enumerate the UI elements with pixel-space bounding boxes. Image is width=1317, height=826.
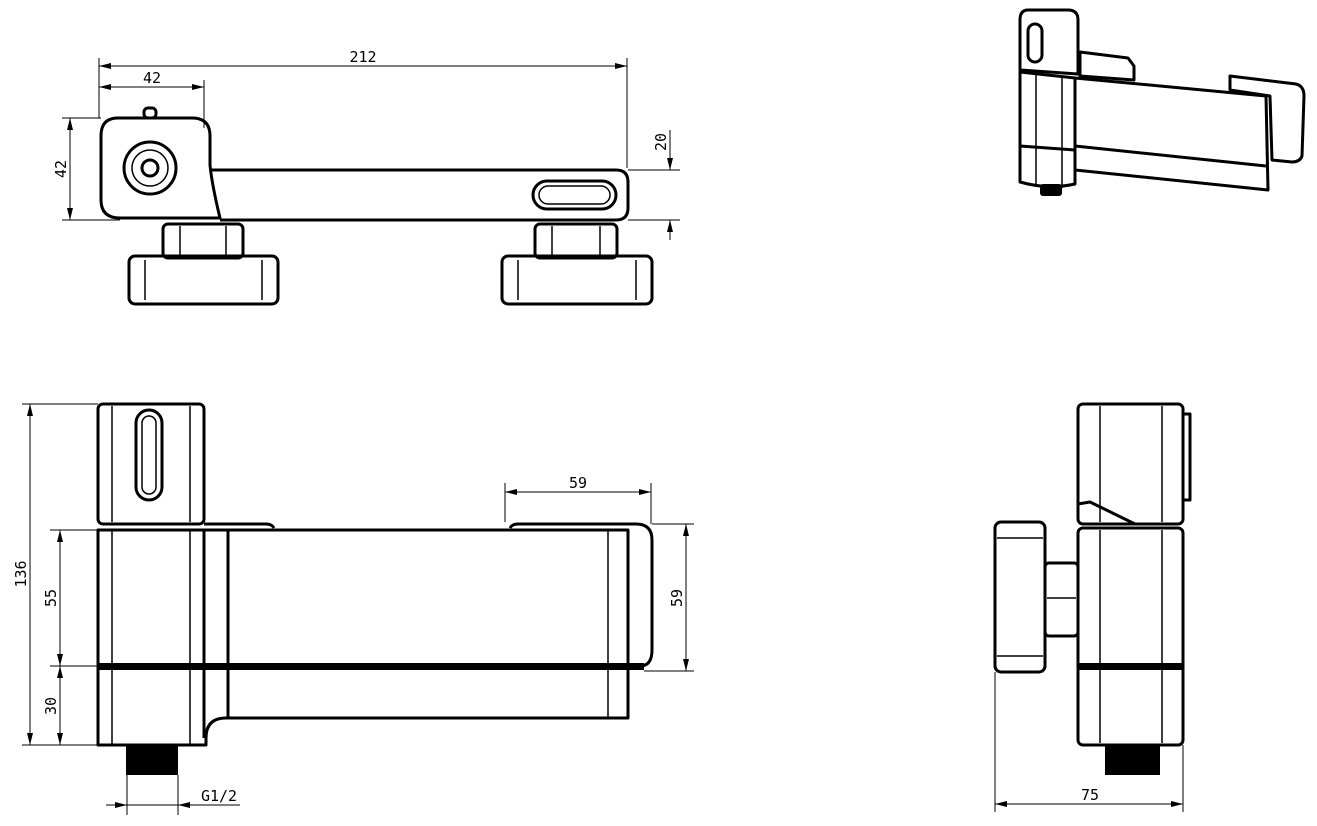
iso-rear-plate	[1078, 50, 1136, 82]
top-rail-left	[204, 522, 276, 529]
thread	[126, 745, 178, 775]
nut-left	[161, 222, 245, 260]
iso-band-col	[1019, 144, 1076, 152]
front-view: 136 55 30 59 59 G1/2	[12, 402, 694, 815]
dim-label-75: 75	[1081, 786, 1099, 804]
head-block	[99, 116, 222, 220]
dim-label-20: 20	[652, 133, 670, 151]
top-view: 212 42 42 20	[52, 48, 680, 306]
side-foot	[993, 520, 1047, 674]
control-slot	[134, 408, 164, 502]
dim-label-212: 212	[349, 48, 376, 66]
side-thread	[1105, 745, 1160, 775]
foot-left	[127, 254, 280, 306]
side-nut	[1043, 561, 1080, 638]
dim-label-30: 30	[42, 697, 60, 715]
body	[96, 528, 630, 747]
side-band	[1078, 663, 1183, 670]
iso-thread	[1040, 184, 1062, 196]
top-cylinder	[96, 402, 206, 526]
arm	[210, 168, 630, 222]
side-top	[1076, 402, 1185, 526]
side-bevel	[1077, 500, 1136, 526]
isometric-view	[1018, 8, 1306, 196]
side-view: 75	[993, 402, 1192, 812]
band	[98, 663, 644, 670]
dim-label-42-v: 42	[52, 160, 70, 178]
foot-right	[500, 254, 654, 306]
outlet-ring	[122, 140, 178, 196]
dim-label-59-v: 59	[668, 589, 686, 607]
dim-label-42-h: 42	[143, 69, 161, 87]
side-body	[1076, 526, 1185, 747]
slot-inner	[538, 185, 611, 205]
outlet-hole	[140, 158, 160, 178]
outlet-inner	[131, 149, 169, 187]
control-slot-inner	[141, 415, 157, 495]
dim-label-59-h: 59	[569, 474, 587, 492]
iso-slot	[1026, 22, 1044, 64]
dim-label-136: 136	[12, 560, 30, 587]
iso-foot	[1228, 74, 1306, 164]
iso-top	[1018, 8, 1080, 76]
dim-label-thread: G1/2	[201, 787, 237, 805]
dim-label-55: 55	[42, 589, 60, 607]
nut-right	[533, 222, 619, 260]
top-rail-right	[508, 522, 654, 668]
side-lip	[1183, 412, 1192, 502]
slot	[531, 179, 618, 211]
knob	[142, 106, 158, 120]
iso-band	[1074, 144, 1267, 168]
iso-arm	[1073, 76, 1270, 192]
iso-column	[1018, 70, 1077, 189]
